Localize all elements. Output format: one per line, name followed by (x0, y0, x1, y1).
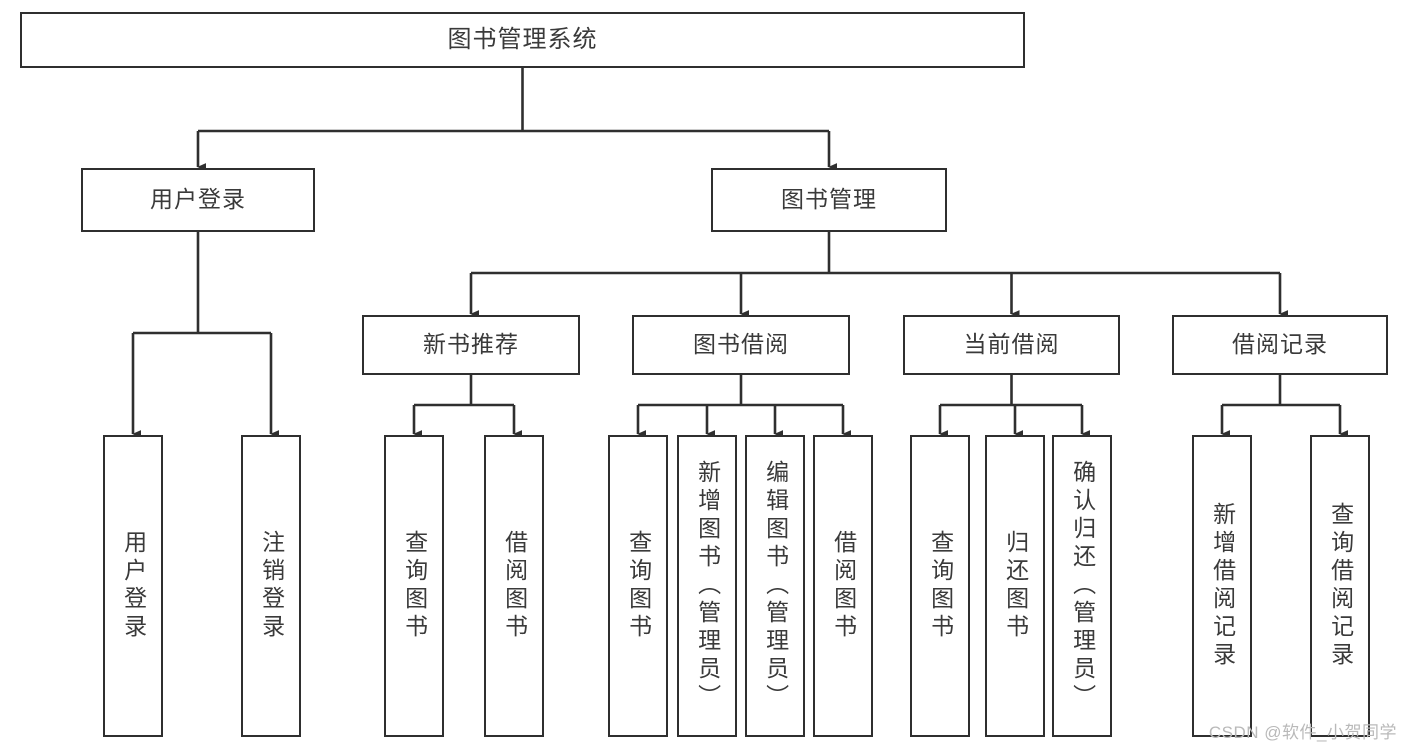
node-label: 图书管理系统 (447, 25, 598, 53)
node-leaf-borrow-book-1[interactable]: 借阅图书 (484, 435, 544, 737)
node-label: 借阅记录 (1232, 331, 1328, 358)
node-leaf-query-borrow-record[interactable]: 查询借阅记录 (1310, 435, 1370, 737)
node-label: 借阅图书 (501, 530, 528, 642)
node-label: 借阅图书 (830, 530, 857, 642)
node-label: 用户登录 (120, 530, 147, 642)
node-label: 图书管理 (781, 186, 877, 213)
node-leaf-user-login[interactable]: 用户登录 (103, 435, 163, 737)
node-leaf-edit-book-admin[interactable]: 编辑图书（管理员） (745, 435, 805, 737)
node-leaf-add-borrow-record[interactable]: 新增借阅记录 (1192, 435, 1252, 737)
node-leaf-add-book-admin[interactable]: 新增图书（管理员） (677, 435, 737, 737)
node-label: 查询图书 (625, 530, 652, 642)
node-label: 归还图书 (1002, 530, 1029, 642)
node-current-borrow[interactable]: 当前借阅 (903, 315, 1120, 375)
node-book-manage[interactable]: 图书管理 (711, 168, 947, 232)
node-label: 查询图书 (401, 530, 428, 642)
node-label: 注销登录 (258, 530, 285, 642)
node-leaf-confirm-return-admin[interactable]: 确认归还（管理员） (1052, 435, 1112, 737)
node-user-login[interactable]: 用户登录 (81, 168, 315, 232)
node-book-borrow[interactable]: 图书借阅 (632, 315, 850, 375)
node-root[interactable]: 图书管理系统 (20, 12, 1025, 68)
node-label: 新增借阅记录 (1209, 502, 1236, 670)
node-label: 新增图书（管理员） (694, 460, 721, 712)
node-leaf-borrow-book-2[interactable]: 借阅图书 (813, 435, 873, 737)
node-leaf-logout-login[interactable]: 注销登录 (241, 435, 301, 737)
node-leaf-query-book-2[interactable]: 查询图书 (608, 435, 668, 737)
node-label: 当前借阅 (963, 331, 1060, 358)
node-borrow-record[interactable]: 借阅记录 (1172, 315, 1388, 375)
node-label: 图书借阅 (693, 331, 789, 358)
node-new-book-recommend[interactable]: 新书推荐 (362, 315, 580, 375)
watermark-label: CSDN @软件_小贺同学 (1208, 723, 1397, 742)
node-leaf-query-book-3[interactable]: 查询图书 (910, 435, 970, 737)
node-label: 新书推荐 (423, 331, 519, 358)
node-leaf-return-book[interactable]: 归还图书 (985, 435, 1045, 737)
node-label: 查询图书 (927, 530, 954, 642)
node-label: 查询借阅记录 (1327, 502, 1354, 670)
node-label: 用户登录 (150, 186, 246, 213)
node-label: 确认归还（管理员） (1069, 460, 1096, 712)
node-label: 编辑图书（管理员） (762, 460, 789, 712)
node-leaf-query-book-1[interactable]: 查询图书 (384, 435, 444, 737)
